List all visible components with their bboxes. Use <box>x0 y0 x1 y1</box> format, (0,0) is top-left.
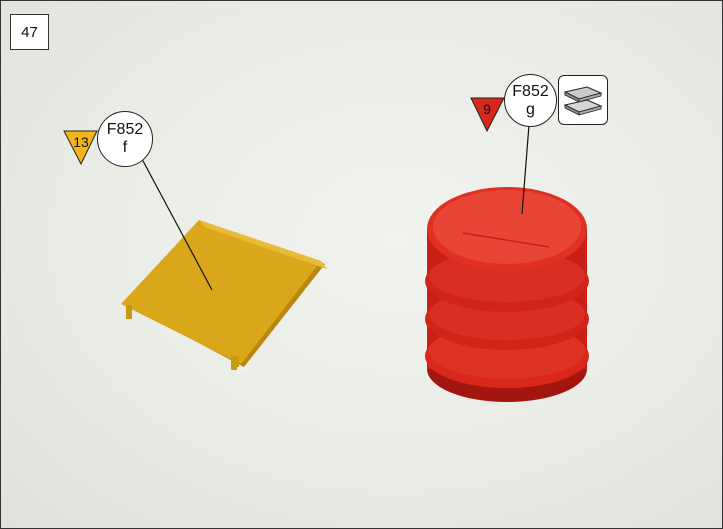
stacked-layers-icon <box>558 75 608 125</box>
quantity-label-red: 9 <box>483 101 491 117</box>
quantity-label-yellow: 13 <box>73 134 89 150</box>
part-callout-g: F852 g <box>504 74 557 127</box>
quantity-triangle-yellow <box>63 130 98 166</box>
stacked-layers-icon-graphic <box>563 86 603 116</box>
yellow-square-part <box>121 220 327 373</box>
part-sub: g <box>526 100 535 118</box>
leader-line-g <box>521 124 530 215</box>
part-code: F852 <box>512 82 549 100</box>
part-sub: f <box>122 139 128 156</box>
part-callout-f: F852 f <box>97 111 153 167</box>
step-number: 47 <box>10 14 49 50</box>
red-cylinder-part <box>425 187 589 402</box>
step-number-label: 47 <box>21 23 38 41</box>
part-code: F852 <box>106 121 144 138</box>
quantity-triangle-red <box>470 97 505 133</box>
leader-line-f <box>141 158 213 291</box>
